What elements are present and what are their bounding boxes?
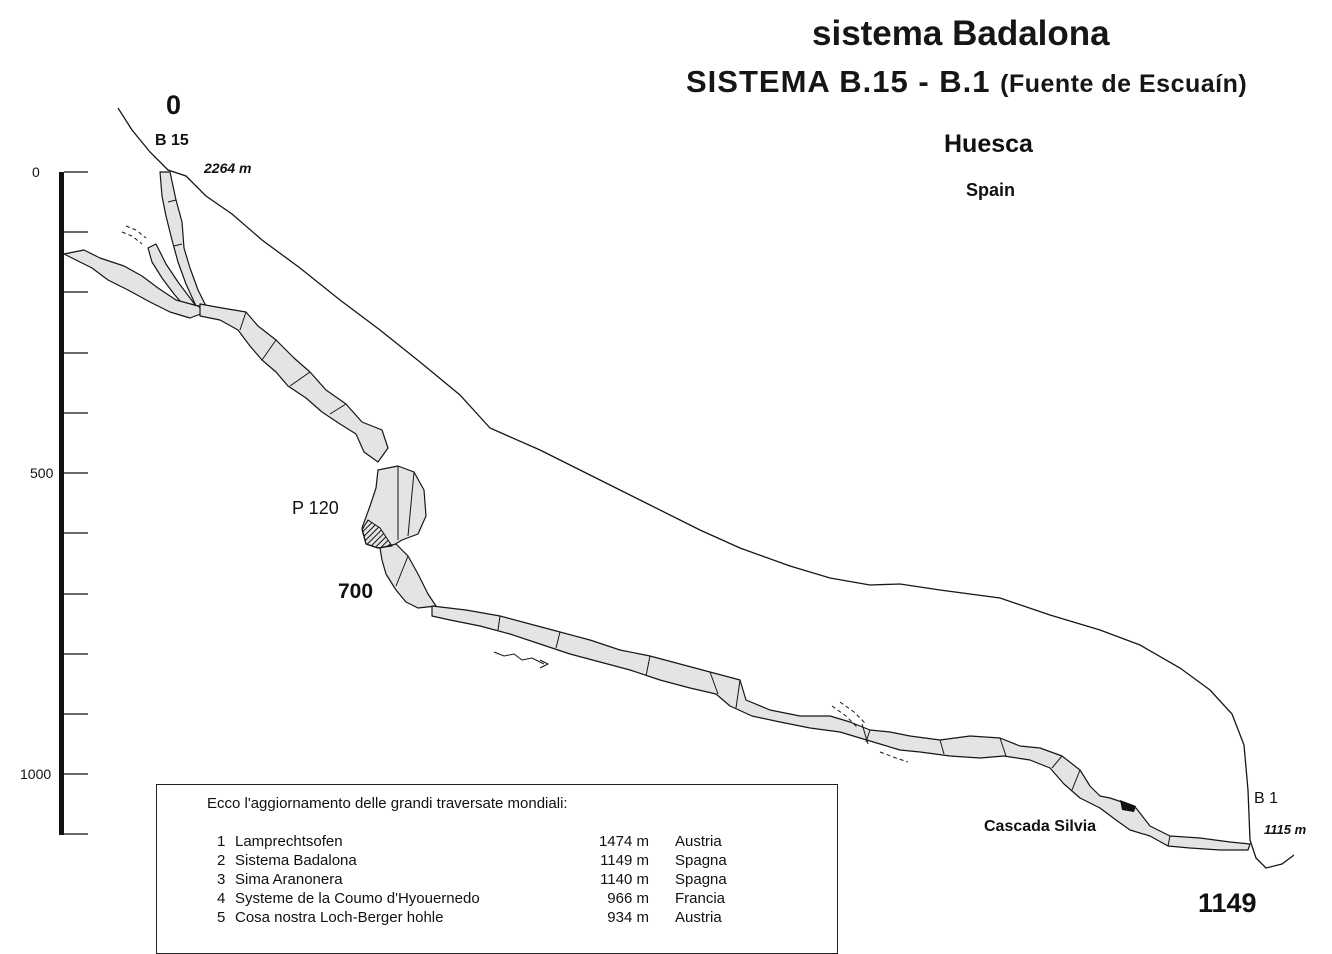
traverse-length: 934 m <box>607 909 649 926</box>
mid-depth-label: 700 <box>338 580 374 603</box>
table-row: 3 Sima Aranonera 1140 m Spagna <box>157 871 837 890</box>
rank: 3 <box>217 871 226 888</box>
depth-tick-label: 1000 <box>20 766 52 782</box>
rank: 2 <box>217 852 226 869</box>
system-name: SISTEMA B.15 - B.1 <box>686 64 991 99</box>
system-spring-name: (Fuente de Escuaín) <box>1000 70 1248 98</box>
breakdown-hatch <box>361 519 393 549</box>
system-subtitle: SISTEMA B.15 - B.1 (Fuente de Escuaín) <box>686 64 1247 100</box>
cave-country: Spagna <box>675 871 727 888</box>
traverse-length: 966 m <box>607 890 649 907</box>
world-traverses-table: Ecco l'aggiornamento delle grandi traver… <box>156 784 838 954</box>
traverse-length: 1474 m <box>598 833 649 850</box>
depth-tick-label: 500 <box>30 465 54 481</box>
table-row: 4 Systeme de la Coumo d'Hyouernedo 966 m… <box>157 890 837 909</box>
cave-country: Francia <box>675 890 726 907</box>
cave-name: Lamprechtsofen <box>235 833 343 850</box>
top-altitude-label: 2264 m <box>204 160 252 176</box>
table-row: 2 Sistema Badalona 1149 m Spagna <box>157 852 837 871</box>
unexplored-branches <box>121 225 909 763</box>
bottom-entrance-label: B 1 <box>1254 790 1279 807</box>
entrance-depth-label: 0 <box>166 90 182 120</box>
bottom-altitude-label: 1115 m <box>1264 822 1307 837</box>
cave-name: Sima Aranonera <box>235 871 343 888</box>
waterfall-label: Cascada Silvia <box>984 818 1097 835</box>
country-label: Spain <box>966 180 1016 200</box>
table-row: 1 Lamprechtsofen 1474 m Austria <box>157 833 837 852</box>
diagram-title: sistema Badalona <box>812 14 1110 53</box>
cave-country: Spagna <box>675 852 727 869</box>
cave-passages <box>63 171 1251 851</box>
table-row: 5 Cosa nostra Loch-Berger hohle 934 m Au… <box>157 909 837 928</box>
traverse-length: 1149 m <box>600 852 649 869</box>
cave-country: Austria <box>675 833 722 850</box>
rank: 4 <box>217 890 226 907</box>
rank: 1 <box>217 833 226 850</box>
depth-tick-label: 0 <box>32 164 40 180</box>
total-depth-label: 1149 <box>1198 888 1257 918</box>
cave-country: Austria <box>675 909 722 926</box>
cave-name: Systeme de la Coumo d'Hyouernedo <box>235 890 480 907</box>
shaft-label: P 120 <box>292 498 339 518</box>
region-label: Huesca <box>944 130 1033 158</box>
cave-name: Cosa nostra Loch-Berger hohle <box>235 909 444 926</box>
depth-scale <box>59 171 88 835</box>
breakdown-hatch-2 <box>1120 800 1136 812</box>
traverse-length: 1140 m <box>600 871 649 888</box>
surface-profile-line <box>117 107 1295 869</box>
table-title: Ecco l'aggiornamento delle grandi traver… <box>207 795 568 812</box>
top-entrance-label: B 15 <box>155 132 189 149</box>
rank: 5 <box>217 909 226 926</box>
cave-name: Sistema Badalona <box>235 852 357 869</box>
passage-dividers <box>167 199 1171 847</box>
